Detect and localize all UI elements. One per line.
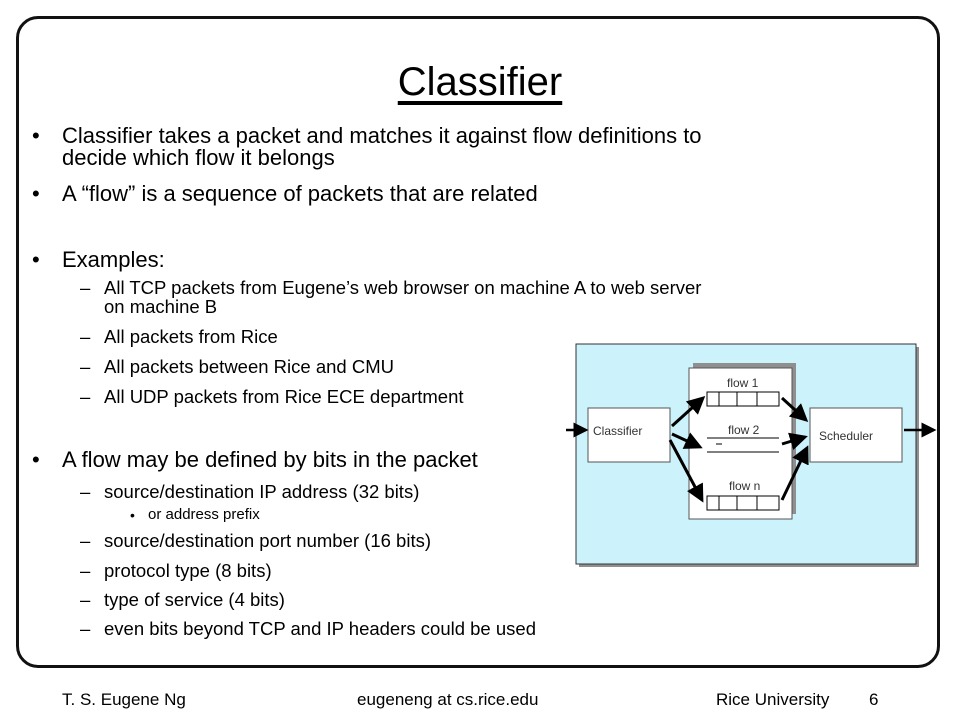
field-text: source/destination port number (16 bits) [104, 530, 432, 551]
field-text: protocol type (8 bits) [104, 560, 272, 581]
bullet-examples: • Examples: [32, 247, 165, 272]
field-beyond-headers: – even bits beyond TCP and IP headers co… [80, 618, 536, 639]
footer-author: T. S. Eugene Ng [62, 690, 186, 709]
scheduler-box [809, 407, 903, 463]
classifier-box [587, 407, 671, 463]
bullet-marker: • [32, 247, 40, 272]
field-ip: – source/destination IP address (32 bits… [80, 481, 420, 502]
classifier-label: Classifier [593, 424, 643, 438]
example-text: All TCP packets from Eugene’s web browse… [104, 277, 702, 298]
field-text: or address prefix [148, 506, 260, 523]
field-text: even bits beyond TCP and IP headers coul… [104, 618, 536, 639]
dash-marker: – [80, 589, 91, 610]
bullet-text: A “flow” is a sequence of packets that a… [62, 181, 538, 206]
bullet-text: Examples: [62, 247, 165, 272]
diagram-graphics [566, 343, 937, 567]
field-port: – source/destination port number (16 bit… [80, 530, 432, 551]
example-rice-cmu: – All packets between Rice and CMU [80, 356, 394, 377]
bullet-text: A flow may be defined by bits in the pac… [62, 447, 478, 472]
flow-1-label: flow 1 [727, 376, 759, 390]
bullet-text: decide which flow it belongs [62, 145, 335, 170]
example-text: All UDP packets from Rice ECE department [104, 386, 464, 407]
dash-marker: – [80, 356, 91, 377]
field-protocol: – protocol type (8 bits) [80, 560, 272, 581]
classifier-diagram: Classifier Scheduler flow 1 flow 2 flow … [560, 336, 960, 572]
example-tcp-cont: on machine B [104, 297, 217, 316]
dash-marker: – [80, 326, 91, 347]
example-rice: – All packets from Rice [80, 326, 278, 347]
bullet-text: Classifier takes a packet and matches it… [62, 123, 702, 148]
dash-marker: – [80, 618, 91, 639]
queue-flow-2 [707, 437, 779, 453]
arrow-from-flow-1 [780, 396, 809, 423]
bullet-marker: • [32, 123, 40, 148]
arrow-from-flow-2 [781, 432, 808, 450]
bullet-marker: • [130, 507, 135, 523]
footer-email: eugeneng at cs.rice.edu [357, 690, 539, 709]
arrow-to-flow-1 [670, 395, 706, 428]
arrow-from-flow-n [780, 445, 809, 501]
example-text: All packets from Rice [104, 326, 278, 347]
dash-marker: – [80, 530, 91, 551]
slide-title: Classifier [397, 60, 563, 104]
queue-flow-n [706, 495, 780, 511]
example-text: All packets between Rice and CMU [104, 356, 394, 377]
flow-n-label: flow n [729, 479, 761, 493]
bullet-marker: • [32, 447, 40, 472]
footer-page-number: 6 [869, 690, 879, 709]
bullet-flow-bits: • A flow may be defined by bits in the p… [32, 447, 478, 472]
scheduler-label: Scheduler [819, 429, 874, 443]
field-tos: – type of service (4 bits) [80, 589, 285, 610]
footer-institution: Rice University [716, 690, 830, 709]
field-text: type of service (4 bits) [104, 589, 285, 610]
example-udp: – All UDP packets from Rice ECE departme… [80, 386, 464, 407]
field-ip-prefix: • or address prefix [130, 506, 260, 524]
example-text: on machine B [104, 296, 218, 317]
arrow-to-flow-2 [671, 432, 703, 449]
bullet-flow-def: • A “flow” is a sequence of packets that… [32, 181, 538, 206]
bullet-classifier-def-cont: decide which flow it belongs [62, 146, 335, 169]
dash-marker: – [80, 560, 91, 581]
example-tcp: – All TCP packets from Eugene’s web brow… [80, 277, 702, 298]
dash-marker: – [80, 386, 91, 407]
flow-2-label: flow 2 [728, 423, 760, 437]
field-text: source/destination IP address (32 bits) [104, 481, 420, 502]
bullet-classifier-def: • Classifier takes a packet and matches … [32, 123, 702, 148]
dash-marker: – [80, 277, 91, 298]
bullet-marker: • [32, 181, 40, 206]
dash-marker: – [80, 481, 91, 502]
arrow-to-flow-n [668, 439, 704, 503]
queue-flow-1 [706, 391, 780, 407]
